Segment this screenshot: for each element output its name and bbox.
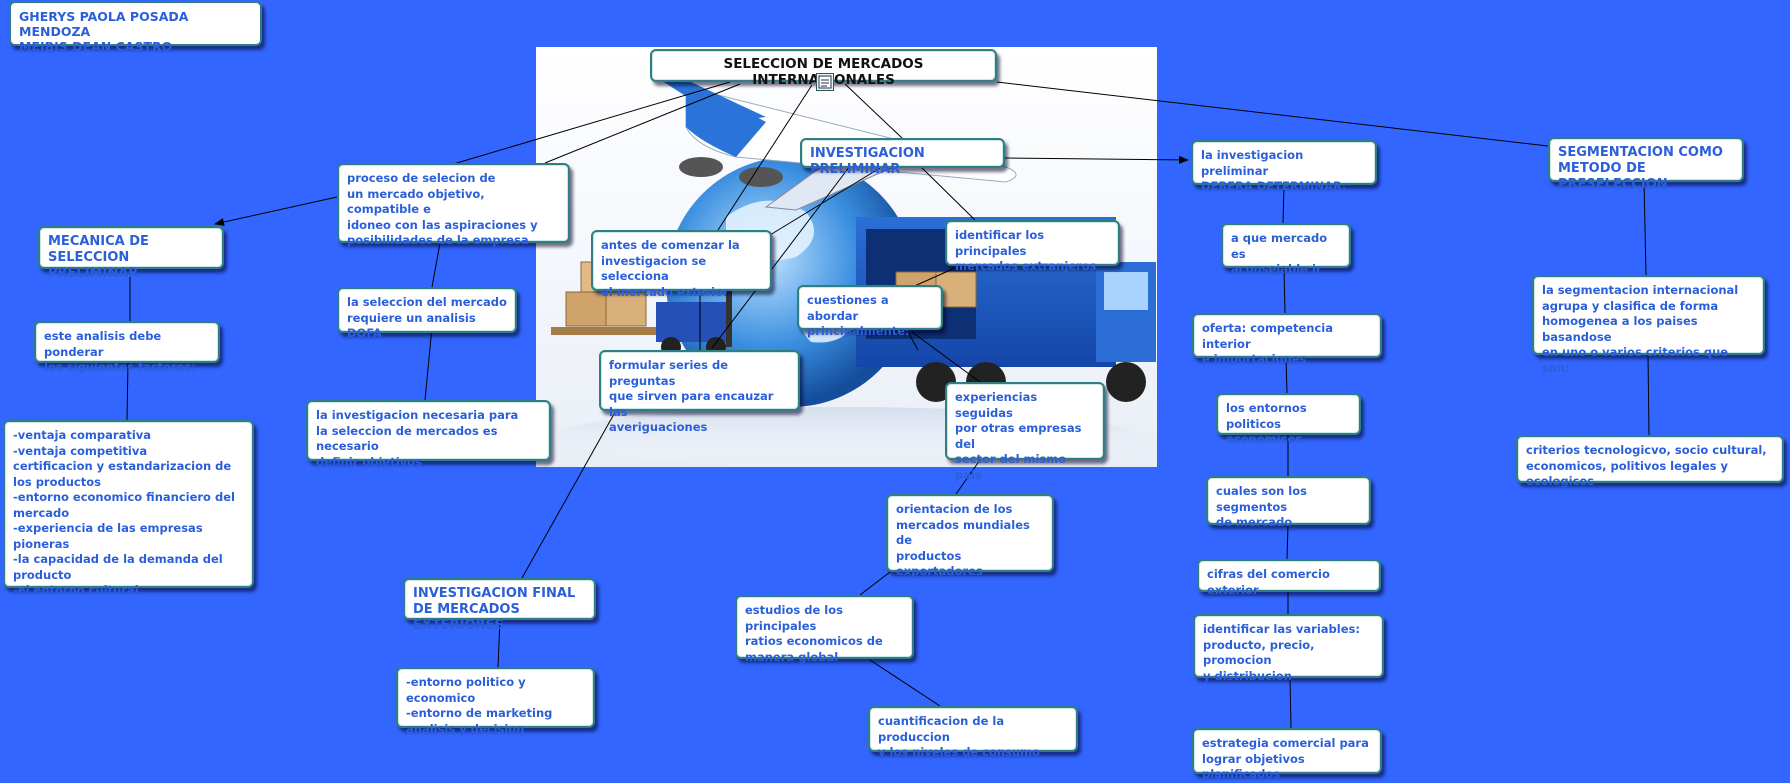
node-factores[interactable]: -ventaja comparativa -ventaja competitiv… <box>3 420 254 597</box>
node-investigacion-preliminar[interactable]: INVESTIGACION PRELIMINAR <box>800 138 1005 177</box>
node-orientacion[interactable]: orientacion de los mercados mundiales de… <box>886 494 1054 578</box>
node-objetivos[interactable]: la investigacion necesaria para la selec… <box>306 400 551 469</box>
node-que-mercado[interactable]: a que mercado es aconsejable ir <box>1221 223 1351 276</box>
node-entornos-politicos[interactable]: los entornos politicos economicos <box>1216 393 1361 446</box>
node-investigacion-final[interactable]: INVESTIGACION FINAL DE MERCADOS EXTERIOR… <box>403 578 596 633</box>
node-oferta[interactable]: oferta: competencia interior e importaci… <box>1192 313 1382 366</box>
node-debera[interactable]: la investigacion preliminar DEBERA DETER… <box>1191 140 1377 193</box>
node-dofa[interactable]: la seleccion del mercado requiere un ana… <box>337 287 517 340</box>
node-segmentos[interactable]: cuales son los segmentos de mercado <box>1206 476 1371 529</box>
authors-box: GHERYS PAOLA POSADA MENDOZA MEIBIS DEAN … <box>9 1 262 54</box>
document-icon[interactable] <box>816 73 834 91</box>
node-experiencias[interactable]: experiencias seguidas por otras empresas… <box>945 382 1105 482</box>
node-criterios[interactable]: criterios tecnologicvo, socio cultural, … <box>1516 435 1784 488</box>
node-cuantificacion[interactable]: cuantificacion de la produccion y los ni… <box>868 706 1078 759</box>
node-mecanica[interactable]: MECANICA DE SELECCION PRELIMINAR <box>38 226 224 281</box>
node-identificar[interactable]: identificar los principales mercados ext… <box>945 220 1120 273</box>
node-estrategia[interactable]: estrategia comercial para lograr objetiv… <box>1192 728 1382 781</box>
node-segmentacion-internacional[interactable]: la segmentacion internacional agrupa y c… <box>1532 275 1765 375</box>
forklift-shape <box>656 277 732 357</box>
node-antes[interactable]: antes de comenzar la investigacion se se… <box>591 230 772 299</box>
node-formular[interactable]: formular series de preguntas que sirven … <box>599 350 800 434</box>
node-estudios[interactable]: estudios de los principales ratios econo… <box>735 595 914 664</box>
node-entorno[interactable]: -entorno politico y economico -entorno d… <box>396 667 595 736</box>
node-cuestiones[interactable]: cuestiones a abordar principalmente: <box>797 285 943 338</box>
node-cifras[interactable]: cifras del comercio exterior <box>1197 559 1381 597</box>
node-analisis[interactable]: este analisis debe ponderar los siguient… <box>34 321 220 374</box>
author-name: GHERYS PAOLA POSADA MENDOZA <box>19 9 189 39</box>
node-segmentacion[interactable]: SEGMENTACION COMO METODO DE PRESELECCION <box>1548 137 1744 192</box>
node-variables[interactable]: identificar las variables: producto, pre… <box>1193 614 1384 683</box>
node-proceso[interactable]: proceso de selecion de un mercado objeti… <box>337 163 570 247</box>
author-name: MEIBIS DEAN CASTRO <box>19 39 173 54</box>
root-node[interactable]: SELECCION DE MERCADOS INTERNACIONALES <box>650 49 997 87</box>
